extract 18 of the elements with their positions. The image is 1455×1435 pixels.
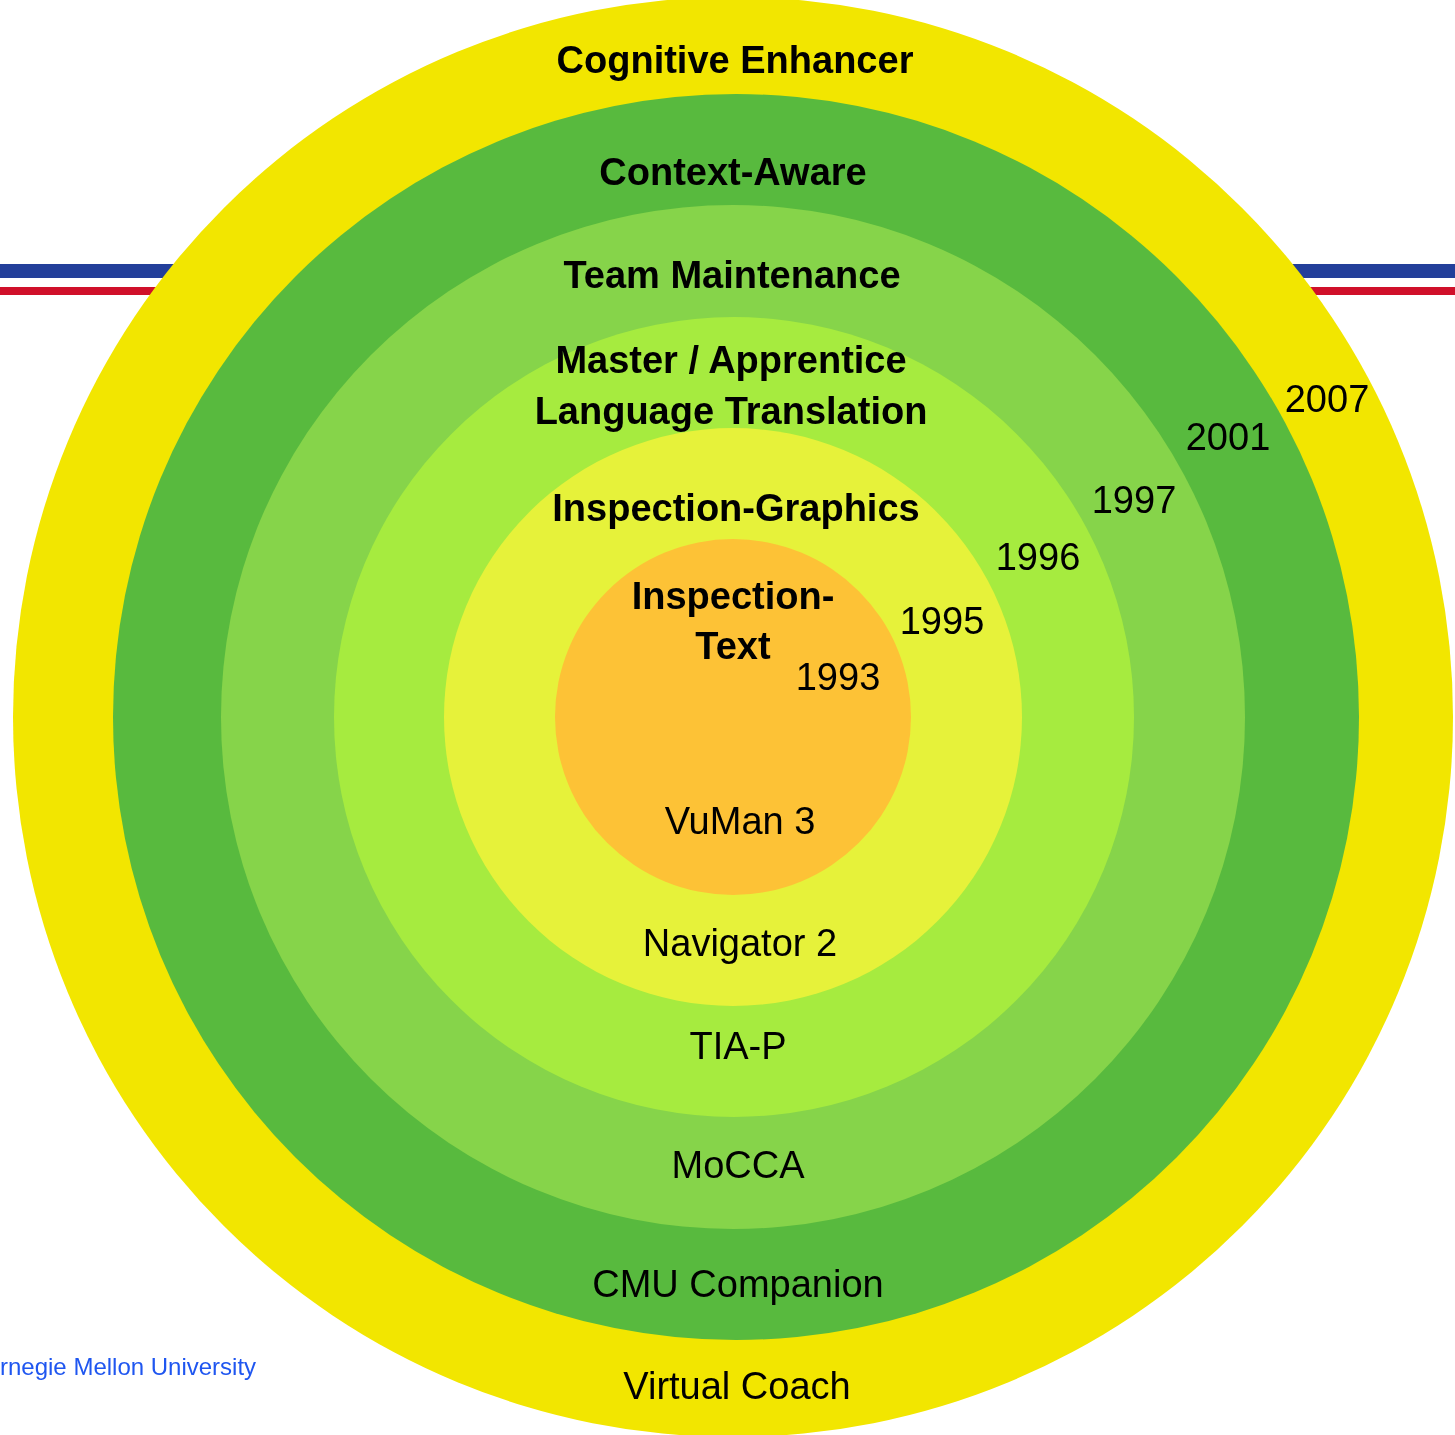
year-label: 1997 (1091, 478, 1177, 523)
ring-heading: Context-Aware (599, 150, 867, 195)
device-label: MoCCA (671, 1143, 805, 1188)
ring-heading: Cognitive Enhancer (556, 38, 914, 83)
device-label: TIA-P (689, 1024, 787, 1069)
device-label: Virtual Coach (623, 1364, 851, 1409)
ring-heading: Language Translation (534, 389, 928, 434)
year-label: 2001 (1185, 415, 1271, 460)
year-label: 2007 (1284, 377, 1370, 422)
year-label: 1995 (899, 599, 985, 644)
footer-text: rnegie Mellon University (0, 1352, 257, 1382)
ring-heading: Master / Apprentice (555, 338, 907, 383)
ring-heading: Inspection-Graphics (552, 486, 920, 531)
ring-heading: Team Maintenance (563, 253, 901, 298)
device-label: VuMan 3 (664, 799, 816, 844)
year-label: 1996 (995, 535, 1081, 580)
device-label: CMU Companion (592, 1262, 884, 1307)
device-label: Navigator 2 (642, 921, 838, 966)
